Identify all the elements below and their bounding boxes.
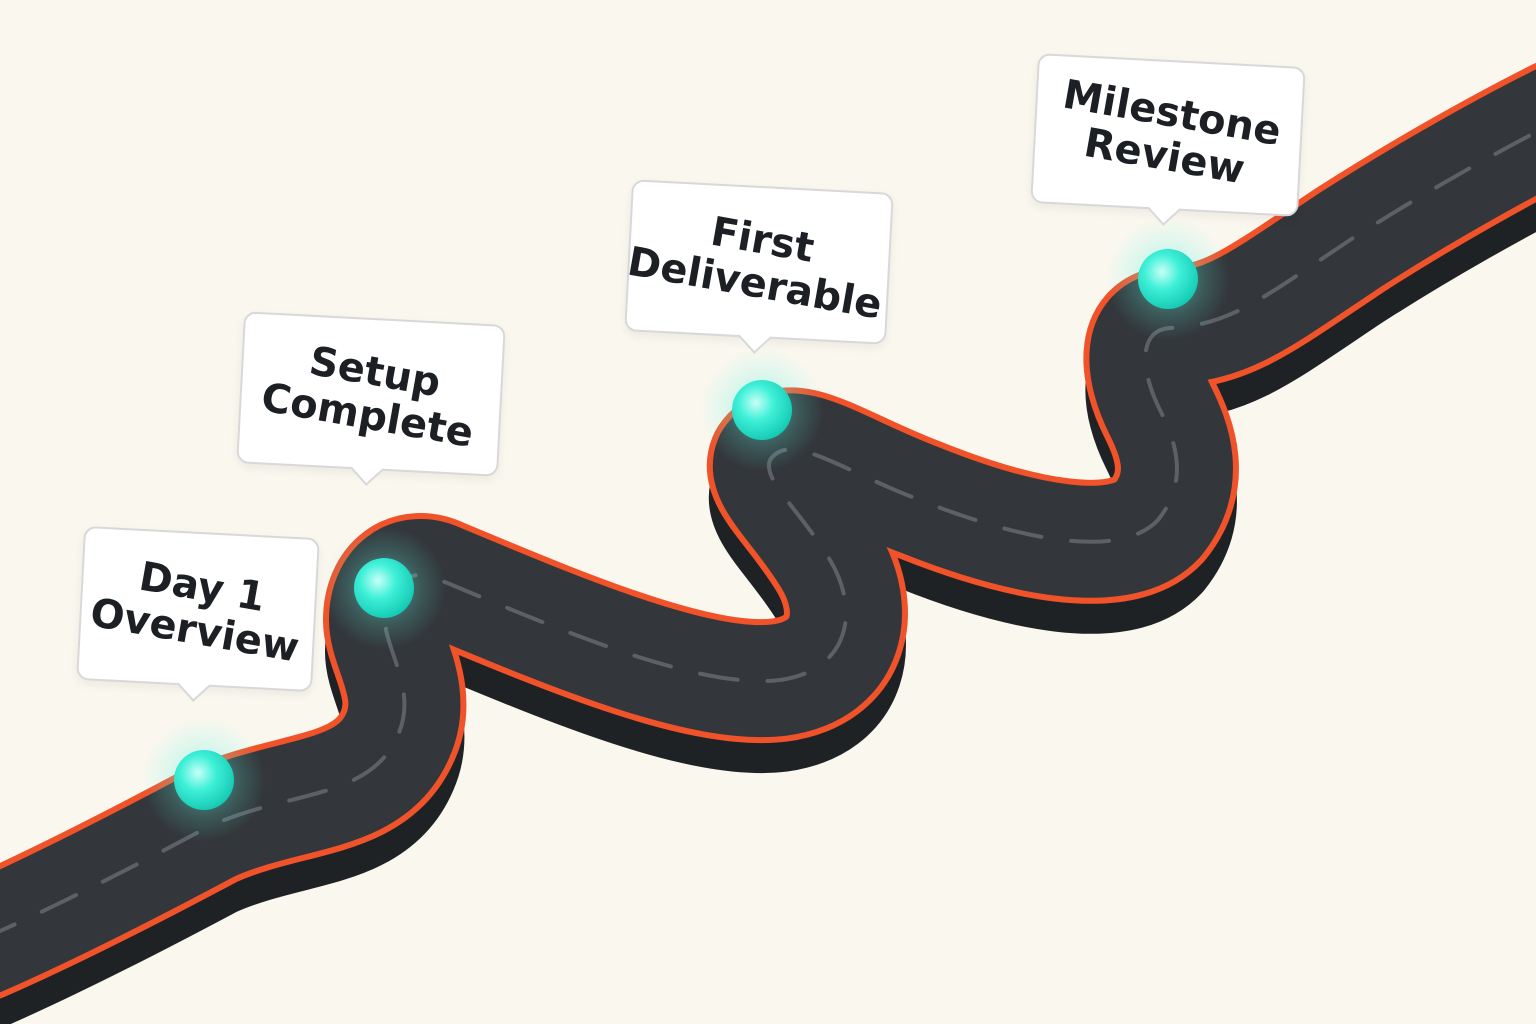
milestone-dot-milestone-review[interactable] bbox=[1106, 217, 1230, 341]
callout-day-1-overview: Day 1 Overview bbox=[76, 525, 320, 693]
callout-milestone-review: Milestone Review bbox=[1030, 53, 1306, 217]
milestone-dot-first-deliverable[interactable] bbox=[700, 348, 824, 472]
milestone-dot-day-1-overview[interactable] bbox=[142, 718, 266, 842]
callout-setup-complete: Setup Complete bbox=[236, 311, 506, 477]
milestone-label-day-1-overview: Day 1 Overview bbox=[86, 553, 302, 672]
milestone-label-setup-complete: Setup Complete bbox=[257, 338, 477, 457]
milestone-label-first-deliverable: First Deliverable bbox=[624, 208, 886, 329]
milestone-dot-setup-complete[interactable] bbox=[322, 526, 446, 650]
milestone-label-milestone-review: Milestone Review bbox=[1059, 71, 1285, 194]
callout-first-deliverable: First Deliverable bbox=[624, 179, 894, 345]
